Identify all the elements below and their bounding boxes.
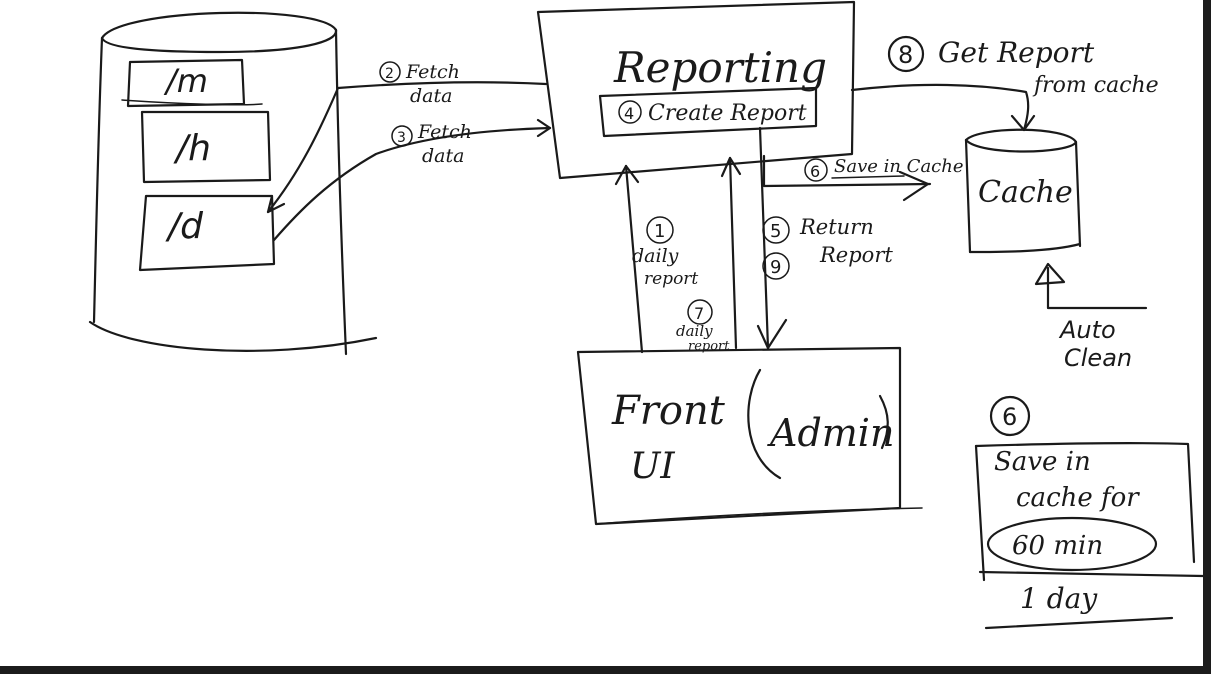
svg-text:Fetch: Fetch bbox=[417, 121, 472, 143]
fetch-arrow-3: 3 Fetch data bbox=[272, 118, 552, 242]
daily-report-arrow-7: 7 daily report bbox=[676, 156, 742, 354]
svg-text:5: 5 bbox=[770, 221, 781, 242]
svg-text:Cache: Cache bbox=[978, 175, 1073, 210]
svg-text:4: 4 bbox=[624, 104, 634, 123]
svg-text:/d: /d bbox=[165, 206, 204, 247]
window-edge-right bbox=[1203, 0, 1211, 674]
svg-text:Return: Return bbox=[799, 215, 874, 239]
cache-ttl-note: 6 Save in cache for 60 min 1 day bbox=[974, 395, 1203, 630]
svg-text:8: 8 bbox=[898, 41, 913, 69]
svg-text:Reporting: Reporting bbox=[613, 43, 827, 92]
svg-text:from cache: from cache bbox=[1032, 73, 1159, 98]
front-ui-box: Front UI Admin bbox=[576, 346, 923, 526]
svg-text:Clean: Clean bbox=[1064, 344, 1132, 372]
daily-report-arrow-1: 1 daily report bbox=[614, 164, 698, 354]
svg-text:report: report bbox=[688, 339, 730, 354]
fetch-arrow-2: 2 Fetch data bbox=[266, 61, 548, 214]
auto-clean-arrow: Auto Clean bbox=[1034, 262, 1148, 372]
svg-text:3: 3 bbox=[397, 130, 406, 146]
save-in-cache-arrow-6: 6 Save in Cache bbox=[762, 154, 964, 202]
svg-text:7: 7 bbox=[694, 304, 704, 323]
return-report-arrow-5-9: 5 9 Return Report bbox=[756, 126, 893, 350]
svg-text:/m: /m bbox=[163, 62, 208, 100]
svg-text:daily: daily bbox=[632, 245, 679, 267]
svg-text:Save in Cache: Save in Cache bbox=[834, 156, 964, 177]
svg-text:Auto: Auto bbox=[1058, 316, 1116, 344]
svg-text:Save in: Save in bbox=[994, 447, 1091, 477]
svg-text:Report: Report bbox=[819, 243, 893, 267]
get-report-arrow-8: 8 Get Report from cache bbox=[850, 35, 1159, 132]
svg-text:/h: /h bbox=[173, 128, 211, 169]
db-table-d: /d bbox=[138, 194, 276, 272]
svg-text:6: 6 bbox=[1002, 403, 1017, 431]
reporting-service-box: Reporting bbox=[536, 0, 856, 180]
db-table-h: /h bbox=[140, 110, 272, 184]
svg-text:data: data bbox=[410, 85, 452, 107]
svg-text:daily: daily bbox=[676, 322, 713, 340]
create-report-box: 4 Create Report bbox=[598, 86, 818, 138]
window-edge-bottom bbox=[0, 666, 1211, 674]
svg-text:Front: Front bbox=[611, 388, 726, 434]
svg-text:9: 9 bbox=[770, 257, 781, 278]
db-table-m: /m bbox=[121, 58, 263, 108]
svg-text:1 day: 1 day bbox=[1020, 582, 1098, 615]
svg-text:Fetch: Fetch bbox=[405, 61, 460, 83]
svg-text:UI: UI bbox=[630, 446, 675, 487]
svg-text:data: data bbox=[422, 145, 464, 167]
svg-text:1: 1 bbox=[654, 221, 665, 242]
svg-text:Get Report: Get Report bbox=[938, 36, 1095, 69]
cache-cylinder: Cache bbox=[964, 128, 1082, 254]
svg-text:Admin: Admin bbox=[767, 411, 894, 455]
database-cylinder bbox=[88, 11, 378, 356]
svg-text:60 min: 60 min bbox=[1012, 531, 1103, 561]
svg-text:2: 2 bbox=[385, 66, 394, 82]
svg-text:6: 6 bbox=[810, 162, 820, 181]
svg-text:Create Report: Create Report bbox=[648, 101, 807, 126]
svg-text:cache for: cache for bbox=[1016, 483, 1140, 513]
svg-text:report: report bbox=[644, 269, 698, 289]
